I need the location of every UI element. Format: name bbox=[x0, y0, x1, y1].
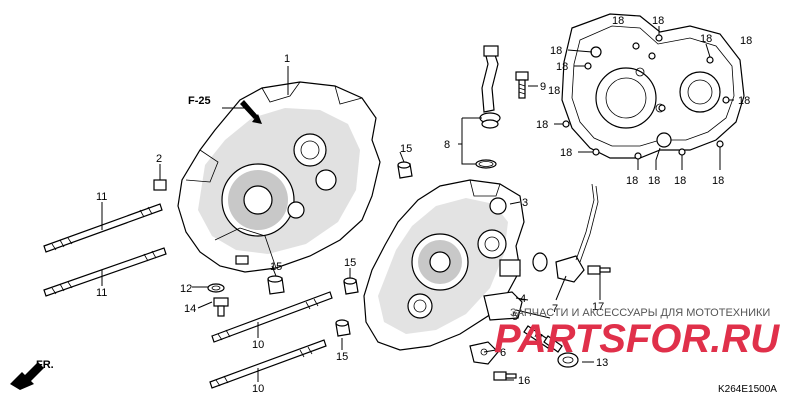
right-crankcase bbox=[363, 179, 525, 351]
callout-15-c: 15 bbox=[344, 257, 356, 269]
callout-18-13: 18 bbox=[612, 15, 624, 27]
callout-1: 1 bbox=[284, 53, 290, 65]
callout-6: 6 bbox=[500, 347, 506, 359]
direction-f25 bbox=[222, 100, 262, 124]
callout-18-1: 18 bbox=[652, 15, 664, 27]
bolt-9 bbox=[515, 71, 529, 99]
callout-10-a: 10 bbox=[252, 339, 264, 351]
breather-tube bbox=[475, 45, 501, 169]
callout-11-b: 11 bbox=[96, 287, 107, 299]
callout-10-b: 10 bbox=[252, 383, 264, 395]
dowel-pins-15 bbox=[267, 161, 413, 337]
callout-15-a: 15 bbox=[400, 143, 412, 155]
callout-18-5: 18 bbox=[738, 95, 750, 107]
callout-18-14: 18 bbox=[548, 85, 560, 97]
callout-11-a: 11 bbox=[96, 191, 107, 203]
callout-14: 14 bbox=[184, 303, 196, 315]
callout-18-2: 18 bbox=[700, 33, 712, 45]
crankcase-gasket bbox=[561, 13, 745, 160]
callout-8: 8 bbox=[444, 139, 450, 151]
callout-7: 7 bbox=[552, 303, 558, 315]
callout-2: 2 bbox=[156, 153, 162, 165]
callout-18-3: 18 bbox=[550, 45, 562, 57]
callout-18-7: 18 bbox=[560, 147, 572, 159]
callout-18-11: 18 bbox=[712, 175, 724, 187]
leader-lines bbox=[101, 26, 734, 382]
left-crankcase bbox=[177, 81, 381, 273]
callout-15-b: 15 bbox=[270, 261, 282, 273]
callout-5: 5 bbox=[512, 311, 518, 323]
watermark-logo: PARTSFOR.RU bbox=[494, 317, 780, 361]
callout-13: 13 bbox=[596, 357, 608, 369]
callout-16: 16 bbox=[518, 375, 530, 387]
diagram-code: K264E1500A bbox=[718, 384, 777, 395]
callout-3: 3 bbox=[522, 197, 528, 209]
callout-18-12: 18 bbox=[740, 35, 752, 47]
callout-18-10: 18 bbox=[674, 175, 686, 187]
callout-18-9: 18 bbox=[648, 175, 660, 187]
callout-4: 4 bbox=[520, 293, 526, 305]
f25-label: F-25 bbox=[188, 95, 211, 107]
callout-18-6: 18 bbox=[536, 119, 548, 131]
watermark-tagline: ЗАПЧАСТИ И АКСЕССУАРЫ ДЛЯ МОТОТЕХНИКИ bbox=[510, 307, 770, 319]
small-parts-left bbox=[153, 179, 229, 317]
callout-17: 17 bbox=[592, 301, 604, 313]
stud-bolts-10 bbox=[209, 291, 333, 389]
callout-18-8: 18 bbox=[626, 175, 638, 187]
stud-bolts-11 bbox=[43, 203, 167, 297]
small-parts-right bbox=[469, 183, 611, 381]
callout-15-d: 15 bbox=[336, 351, 348, 363]
callout-12: 12 bbox=[180, 283, 192, 295]
callout-9: 9 bbox=[540, 81, 546, 93]
direction-front bbox=[10, 362, 44, 390]
front-label: FR. bbox=[36, 359, 54, 371]
callout-18-4: 18 bbox=[556, 61, 568, 73]
